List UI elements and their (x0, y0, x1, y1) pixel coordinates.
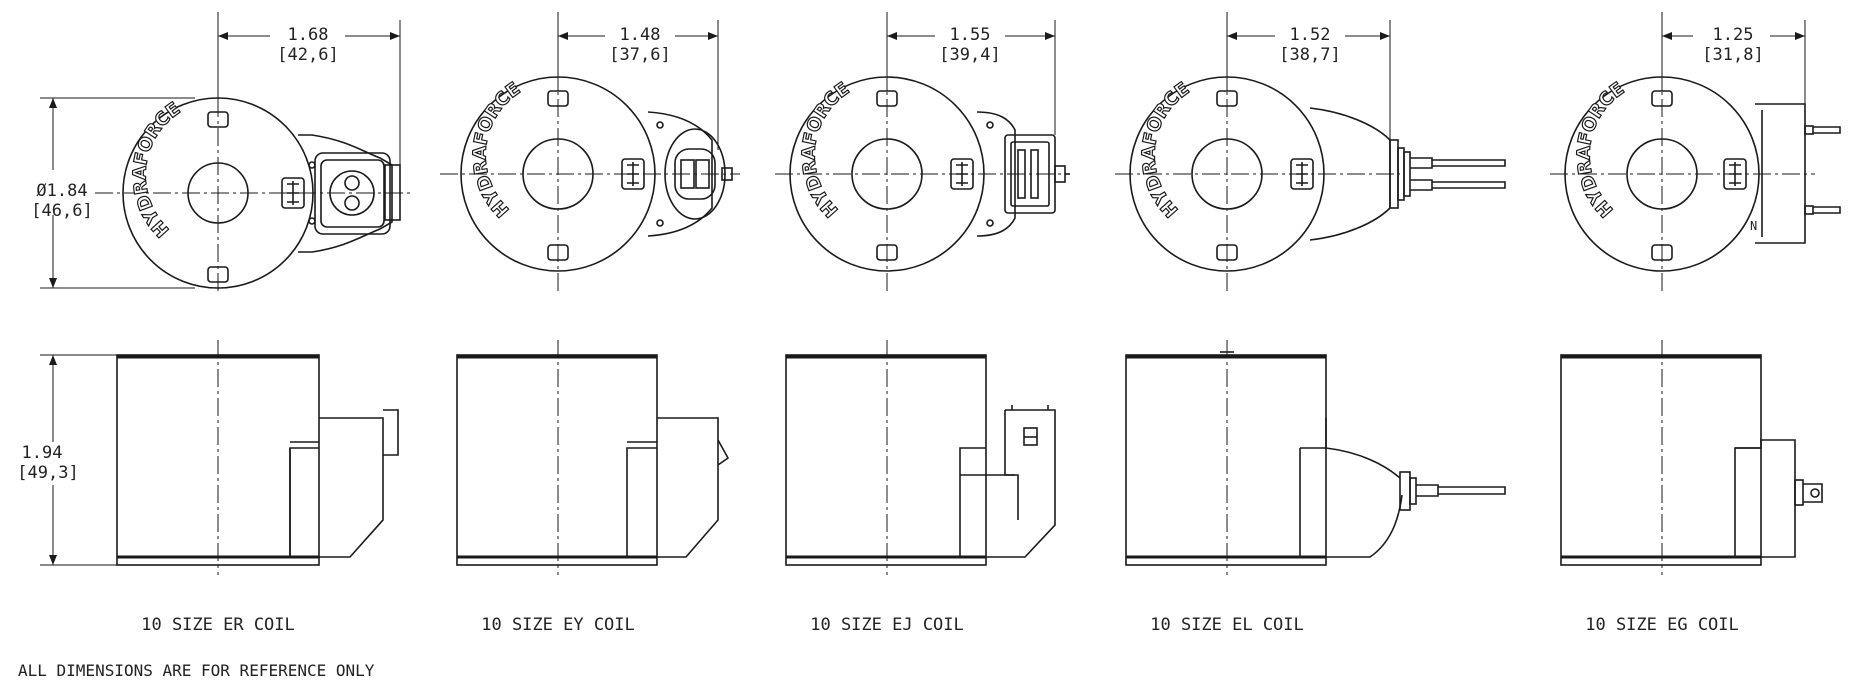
coil-er-width-inch: 1.68 (288, 25, 329, 45)
coil-eg: HYDRAFORCE N (1550, 12, 1841, 635)
coil-eg-width-mm: [31,8] (1702, 45, 1763, 65)
coil-eg-width-inch: 1.25 (1713, 25, 1754, 45)
coil-ey: HYDRAFORCE (440, 12, 740, 635)
coil-el-width-inch: 1.52 (1290, 25, 1331, 45)
reference-note: ALL DIMENSIONS ARE FOR REFERENCE ONLY (18, 661, 375, 680)
coil-er: HYDRAFORCE (95, 12, 412, 635)
coil-eg-side-view (1560, 340, 1823, 575)
brand-emblem-icon (621, 158, 645, 190)
coil-er-width-dimension: 1.68 [42,6] (217, 20, 401, 165)
brand-logo-text: HYDRAFORCE (1138, 78, 1194, 222)
coil-ej-width-mm: [39,4] (939, 45, 1000, 65)
coil-ej-top-view: HYDRAFORCE (775, 12, 1070, 292)
diameter-inch: Ø1.84 (36, 181, 87, 201)
coil-ej-width-dimension: 1.55 [39,4] (886, 20, 1056, 135)
coil-ey-side-view (456, 340, 730, 575)
brand-emblem-icon (950, 158, 974, 190)
brand-logo-text: HYDRAFORCE (798, 78, 854, 222)
coil-ey-width-mm: [37,6] (609, 45, 670, 65)
coil-el-width-mm: [38,7] (1279, 45, 1340, 65)
coil-ej-width-inch: 1.55 (950, 25, 991, 45)
brand-emblem-icon (1290, 158, 1314, 190)
coil-er-width-mm: [42,6] (277, 45, 338, 65)
coil-ej: HYDRAFORCE (775, 12, 1070, 635)
coil-el-side-view (1125, 340, 1506, 575)
diameter-mm: [46,6] (31, 201, 92, 221)
svg-text:HYDRAFORCE: HYDRAFORCE (130, 98, 185, 241)
svg-text:HYDRAFORCE: HYDRAFORCE (1574, 78, 1629, 221)
coil-el-label: 10 SIZE EL COIL (1150, 615, 1304, 635)
brand-logo-text: HYDRAFORCE (1573, 78, 1629, 222)
coil-er-label: 10 SIZE ER COIL (141, 615, 295, 635)
height-inch: 1.94 (22, 443, 63, 463)
coil-el: HYDRAFORCE (1115, 12, 1506, 635)
coil-ey-width-dimension: 1.48 [37,6] (557, 20, 719, 150)
brand-emblem-icon (1723, 158, 1747, 190)
coil-eg-top-view: HYDRAFORCE N (1550, 12, 1841, 292)
terminal-marker: N (1750, 219, 1757, 233)
svg-text:HYDRAFORCE: HYDRAFORCE (470, 78, 525, 221)
svg-text:HYDRAFORCE: HYDRAFORCE (799, 78, 854, 221)
coil-ej-side-view (785, 340, 1056, 575)
height-dimension: 1.94 [49,3] (17, 354, 117, 566)
coil-eg-label: 10 SIZE EG COIL (1585, 615, 1739, 635)
brand-logo-text: HYDRAFORCE (469, 78, 525, 222)
height-mm: [49,3] (17, 463, 78, 483)
coil-eg-width-dimension: 1.25 [31,8] (1661, 20, 1806, 104)
coil-er-top-view: HYDRAFORCE (95, 12, 412, 292)
coil-ey-top-view: HYDRAFORCE (440, 12, 740, 292)
coil-ej-label: 10 SIZE EJ COIL (810, 615, 964, 635)
brand-logo-text: HYDRAFORCE (129, 98, 185, 242)
coil-ey-width-inch: 1.48 (620, 25, 661, 45)
brand-emblem-icon (281, 177, 305, 209)
svg-text:HYDRAFORCE: HYDRAFORCE (1139, 78, 1194, 221)
coil-ey-label: 10 SIZE EY COIL (481, 615, 635, 635)
diameter-dimension: Ø1.84 [46,6] (31, 97, 195, 289)
coil-el-width-dimension: 1.52 [38,7] (1226, 20, 1391, 140)
coil-er-side-view (116, 340, 399, 575)
